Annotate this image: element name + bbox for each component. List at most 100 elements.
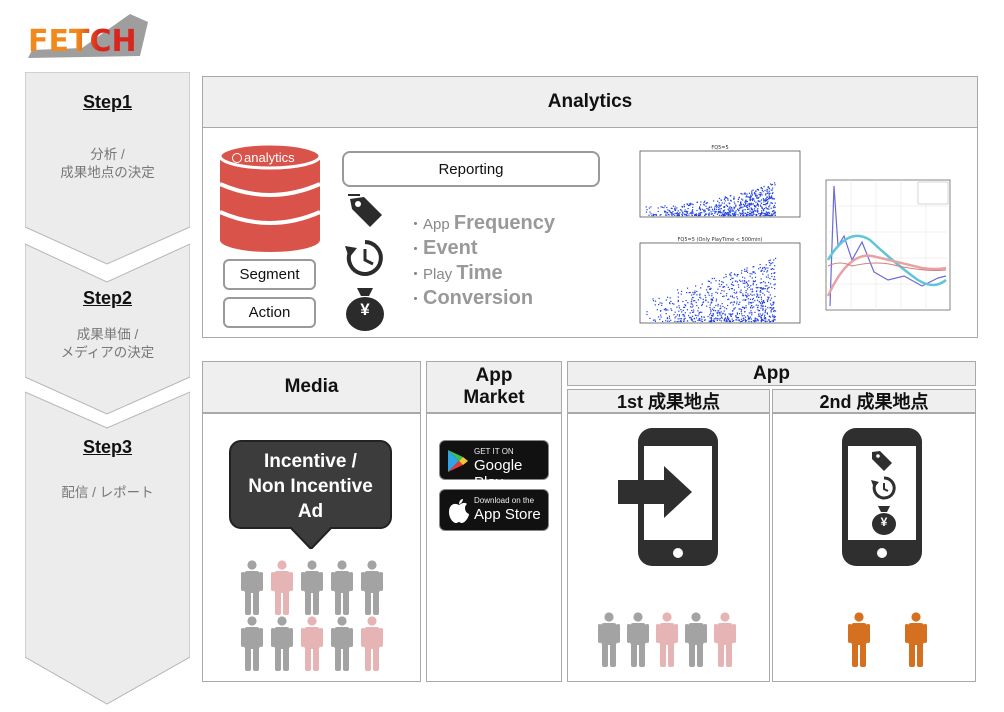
scatter-point (694, 300, 696, 302)
scatter-point (743, 214, 745, 217)
scatter-point (742, 199, 744, 201)
scatter-point (745, 200, 747, 203)
scatter-point (716, 213, 719, 215)
scatter-point (654, 304, 656, 306)
scatter-point (673, 314, 675, 316)
scatter-point (698, 215, 700, 217)
scatter-point (736, 281, 739, 283)
scatter-point (752, 301, 754, 303)
scatter-point (710, 310, 712, 312)
scatter-point (752, 297, 754, 300)
scatter-point (774, 182, 776, 184)
scatter-point (646, 313, 648, 316)
scatter-point (746, 193, 748, 195)
scatter-point (741, 270, 743, 272)
scatter-point (692, 206, 694, 208)
scatter-point (683, 204, 685, 206)
scatter-point (762, 212, 764, 214)
scatter-point (659, 318, 661, 321)
scatter-point (667, 212, 669, 214)
scatter-point (717, 200, 719, 202)
scatter-point (742, 212, 744, 214)
scatter-point (681, 206, 683, 208)
scatter-point (769, 315, 771, 318)
scatter-point (758, 310, 760, 312)
scatter-point (766, 202, 768, 205)
scatter-point (766, 192, 768, 194)
scatter-point (762, 214, 764, 217)
scatter-point (738, 197, 740, 199)
scatter-point (684, 304, 686, 306)
scatter-point (735, 319, 737, 321)
scatter-point (743, 307, 745, 309)
scatter-point (750, 305, 753, 307)
scatter-point (698, 318, 700, 320)
scatter-point (751, 298, 754, 301)
scatter-point (718, 206, 720, 208)
reporting-button[interactable]: Reporting (342, 151, 600, 187)
scatter-point (744, 205, 746, 207)
scatter-point (693, 293, 695, 295)
scatter-point (769, 204, 771, 206)
scatter-point (747, 214, 749, 216)
scatter-point (677, 318, 679, 320)
metric-conversion: ・Conversion (408, 287, 534, 309)
scatter-point (674, 317, 676, 319)
scatter-point (670, 212, 672, 214)
scatter-point (658, 304, 660, 306)
scatter-point (745, 199, 747, 201)
scatter-point (751, 312, 753, 314)
scatter-point (712, 210, 714, 212)
scatter-point (727, 198, 729, 200)
scatter-point (760, 278, 762, 280)
scatter-point (754, 280, 757, 282)
scatter-point (759, 264, 761, 266)
scatter-point (733, 289, 735, 291)
scatter-point (692, 305, 694, 307)
scatter-point (764, 305, 767, 307)
scatter-point (709, 314, 711, 316)
scatter-point (753, 321, 756, 323)
scatter-point (765, 308, 767, 310)
scatter-point (674, 208, 676, 210)
scatter-point (739, 205, 741, 207)
action-button[interactable]: Action (223, 297, 316, 328)
scatter-point (673, 303, 675, 305)
scatter-point (721, 303, 723, 305)
scatter-point (755, 201, 757, 203)
scatter-point (769, 307, 771, 309)
scatter-point (727, 286, 729, 288)
scatter-point (769, 183, 772, 185)
scatter-point (717, 310, 719, 312)
scatter-point (723, 295, 725, 297)
scatter-point (754, 318, 756, 320)
scatter-point (760, 316, 762, 318)
scatter-point (726, 317, 728, 320)
google-play-badge[interactable]: GET IT ON Google Play (439, 440, 549, 491)
scatter-point (713, 320, 716, 322)
app-store-badge[interactable]: Download on the App Store (439, 489, 549, 531)
scatter-point (677, 210, 679, 212)
scatter-point (696, 201, 698, 203)
scatter-point (742, 282, 744, 284)
scatter-point (731, 284, 734, 286)
scatter-point (690, 317, 692, 319)
scatter-point (763, 199, 765, 201)
scatter-point (745, 202, 747, 204)
scatter-point (681, 205, 683, 207)
scatter-point (665, 210, 667, 213)
scatter-point (751, 193, 753, 195)
scatter-point (740, 309, 742, 311)
scatter-point (770, 207, 772, 209)
segment-button[interactable]: Segment (223, 259, 316, 290)
scatter-point (746, 213, 748, 215)
scatter-point (768, 281, 770, 284)
scatter-point (769, 264, 771, 267)
scatter-point (765, 214, 768, 216)
scatter-point (705, 213, 707, 215)
step2-title: Step2 (82, 288, 133, 308)
scatter-point (751, 211, 754, 213)
scatter-point (736, 275, 738, 277)
scatter-point (759, 291, 761, 293)
app-first-person-icon (685, 612, 707, 667)
